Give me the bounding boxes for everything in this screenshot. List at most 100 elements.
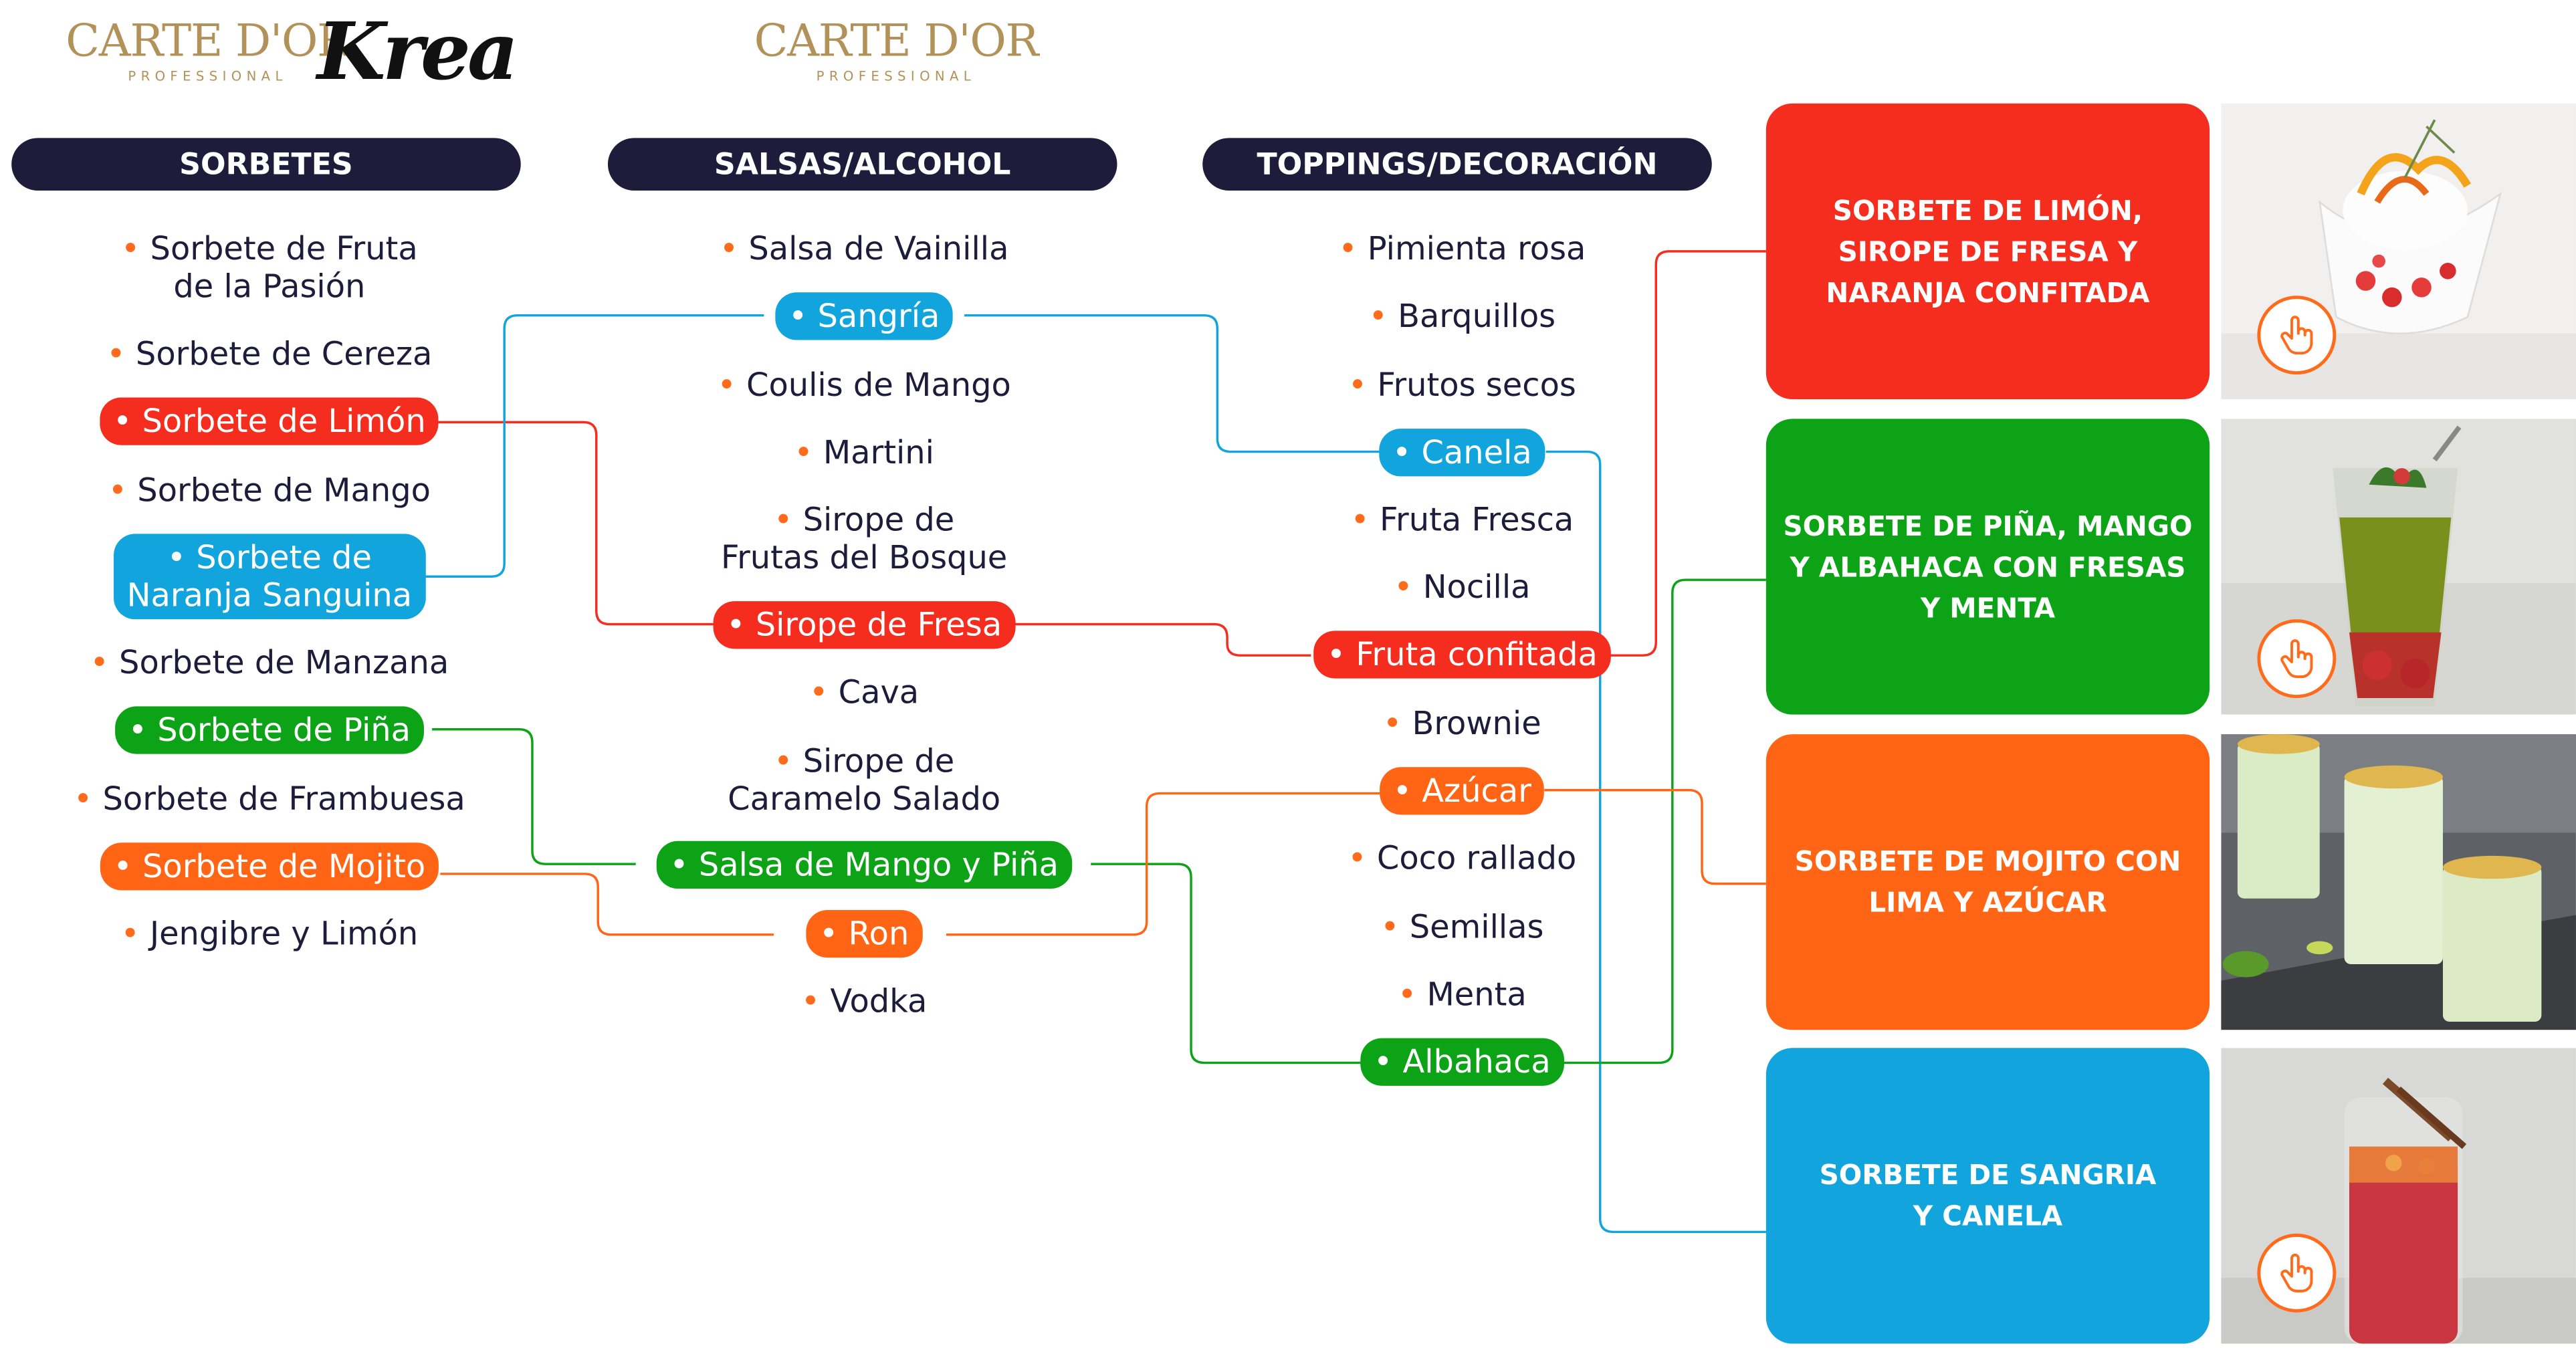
bullet-dot: • xyxy=(719,229,749,268)
sorbetes-item-label: Sorbete de Limón xyxy=(142,402,426,441)
toppings-item-label: Brownie xyxy=(1412,704,1541,743)
recipe-line: Y CANELA xyxy=(1913,1200,2063,1232)
sorbetes-item[interactable]: • Sorbete de Mojito xyxy=(100,842,439,891)
bullet-dot: • xyxy=(128,711,158,750)
bullet-dot: • xyxy=(1392,772,1422,810)
mojito-glasses-photo[interactable] xyxy=(2221,734,2576,1030)
toppings-item: • Nocilla xyxy=(1394,568,1530,606)
recipe-line: Y ALBAHACA CON FRESAS xyxy=(1790,551,2186,582)
bullet-dot: • xyxy=(726,606,756,644)
salsas-item-label: Cava xyxy=(838,673,920,711)
bullet-dot: • xyxy=(1368,297,1398,336)
bullet-dot: • xyxy=(108,471,138,510)
salsas-item[interactable]: • Sirope de Fresa xyxy=(713,601,1015,649)
bullet-dot: • xyxy=(113,402,142,441)
bullet-dot: • xyxy=(809,673,839,711)
bullet-dot: • xyxy=(74,780,103,818)
sorbetes-item-label: Sorbete de Fruta xyxy=(150,229,418,268)
sorbetes-item-label: Sorbete de Piña xyxy=(157,711,411,750)
pineapple-mango-glass-photo[interactable] xyxy=(2221,419,2576,715)
connector-line xyxy=(440,788,1766,936)
toppings-item-label: Menta xyxy=(1426,976,1527,1014)
sorbetes-item-label: Sorbete de Mango xyxy=(137,471,431,510)
salsas-item: • Salsa de Vainilla xyxy=(720,230,1009,268)
lemon-sorbet-cup-photo[interactable] xyxy=(2221,103,2576,399)
recipe-line: Y MENTA xyxy=(1920,592,2056,624)
toppings-item-label: Fruta confitada xyxy=(1356,635,1598,674)
sorbetes-item-label: Jengibre y Limón xyxy=(149,915,419,953)
bullet-dot: • xyxy=(774,501,803,539)
recipe-line: SORBETE DE LIMÓN, xyxy=(1832,195,2143,226)
toppings-item-label: Albahaca xyxy=(1402,1042,1551,1081)
toppings-item[interactable]: • Azúcar xyxy=(1380,767,1545,815)
carte-dor-brand: CARTE D'OR xyxy=(754,16,1039,68)
bullet-dot: • xyxy=(788,297,818,336)
salsas-item: • Martini xyxy=(794,434,934,472)
salsas-item: • Vodka xyxy=(801,982,928,1020)
hand-pointer-icon[interactable] xyxy=(2257,619,2337,699)
toppings-item: • Coco rallado xyxy=(1348,839,1576,877)
bullet-dot: • xyxy=(1392,433,1422,472)
bullet-dot: • xyxy=(800,982,831,1020)
bullet-dot: • xyxy=(120,915,150,953)
salsas-item-label: Salsa de Vainilla xyxy=(748,229,1009,268)
toppings-item[interactable]: • Albahaca xyxy=(1360,1038,1564,1086)
hand-pointer-icon[interactable] xyxy=(2257,1233,2337,1313)
toppings-item-label: Pimienta rosa xyxy=(1367,229,1586,268)
toppings-item-label: Coco rallado xyxy=(1376,839,1577,877)
sorbetes-item-label: Sorbete de Manzana xyxy=(119,643,449,682)
salsas-item[interactable]: • Sangría xyxy=(775,292,954,340)
sorbetes-item[interactable]: • Sorbete de Limón xyxy=(100,397,439,445)
toppings-item: • Fruta Fresca xyxy=(1350,501,1574,539)
recipe-line: SORBETE DE SANGRIA xyxy=(1819,1159,2157,1192)
lemon-sorbet-cup-illustration xyxy=(2221,103,2576,399)
salsas-item-label: Martini xyxy=(823,433,934,472)
sorbetes-item[interactable]: • Sorbete de Piña xyxy=(115,706,424,754)
salsas-item[interactable]: • Salsa de Mango y Piña xyxy=(656,840,1072,889)
toppings-item-label: Fruta Fresca xyxy=(1379,501,1574,539)
sorbetes-item-label-line2: de la Pasión xyxy=(173,267,366,306)
recipe-line: SIROPE DE FRESA Y xyxy=(1838,235,2138,267)
salsas-item[interactable]: • Ron xyxy=(806,909,922,958)
sorbetes-item-label: Sorbete de xyxy=(196,538,372,577)
bullet-dot: • xyxy=(1394,568,1423,606)
toppings-item-label: Barquillos xyxy=(1398,297,1556,336)
mojito-glasses-illustration xyxy=(2221,734,2576,1030)
salsas-item: • Coulis de Mango xyxy=(718,366,1011,405)
sorbetes-item-label: Sorbete de Mojito xyxy=(142,847,426,886)
carte-dor-brand: CARTE D'OR xyxy=(66,16,350,68)
toppings-item: • Menta xyxy=(1398,976,1527,1014)
sangria-glass-photo[interactable] xyxy=(2221,1048,2576,1344)
connector-line xyxy=(432,578,1766,1064)
salsas-item-label-line2: Caramelo Salado xyxy=(728,780,1001,818)
recipe-card-sangria[interactable]: SORBETE DE SANGRIA Y CANELA xyxy=(1765,1048,2210,1344)
salsas-item: • Cava xyxy=(809,673,919,711)
header-toppings-decoracion: TOPPINGS/DECORACIÓN xyxy=(1202,138,1712,191)
toppings-item[interactable]: • Canela xyxy=(1379,429,1545,477)
sorbetes-item: • Jengibre y Limón xyxy=(120,915,418,953)
hand-pointer-icon[interactable] xyxy=(2257,296,2337,375)
salsas-item-label: Vodka xyxy=(830,982,928,1020)
connector-line xyxy=(430,250,1766,657)
carte-dor-logo: CARTE D'OR PROFESSIONAL xyxy=(66,19,350,84)
bullet-dot: • xyxy=(717,366,747,405)
sorbetes-item-label: Sorbete de Cereza xyxy=(135,335,433,373)
toppings-item-label: Frutos secos xyxy=(1377,366,1576,405)
bullet-dot: • xyxy=(1326,635,1356,674)
toppings-item[interactable]: • Fruta confitada xyxy=(1313,631,1611,679)
sorbetes-item: • Sorbete de Manzana xyxy=(90,644,449,682)
bullet-dot: • xyxy=(1338,229,1368,268)
bullet-dot: • xyxy=(90,643,120,682)
salsas-item-label: Ron xyxy=(848,915,909,953)
toppings-item-label: Canela xyxy=(1421,433,1532,472)
connector-line xyxy=(423,314,1766,1234)
toppings-item-label: Azúcar xyxy=(1422,772,1531,810)
